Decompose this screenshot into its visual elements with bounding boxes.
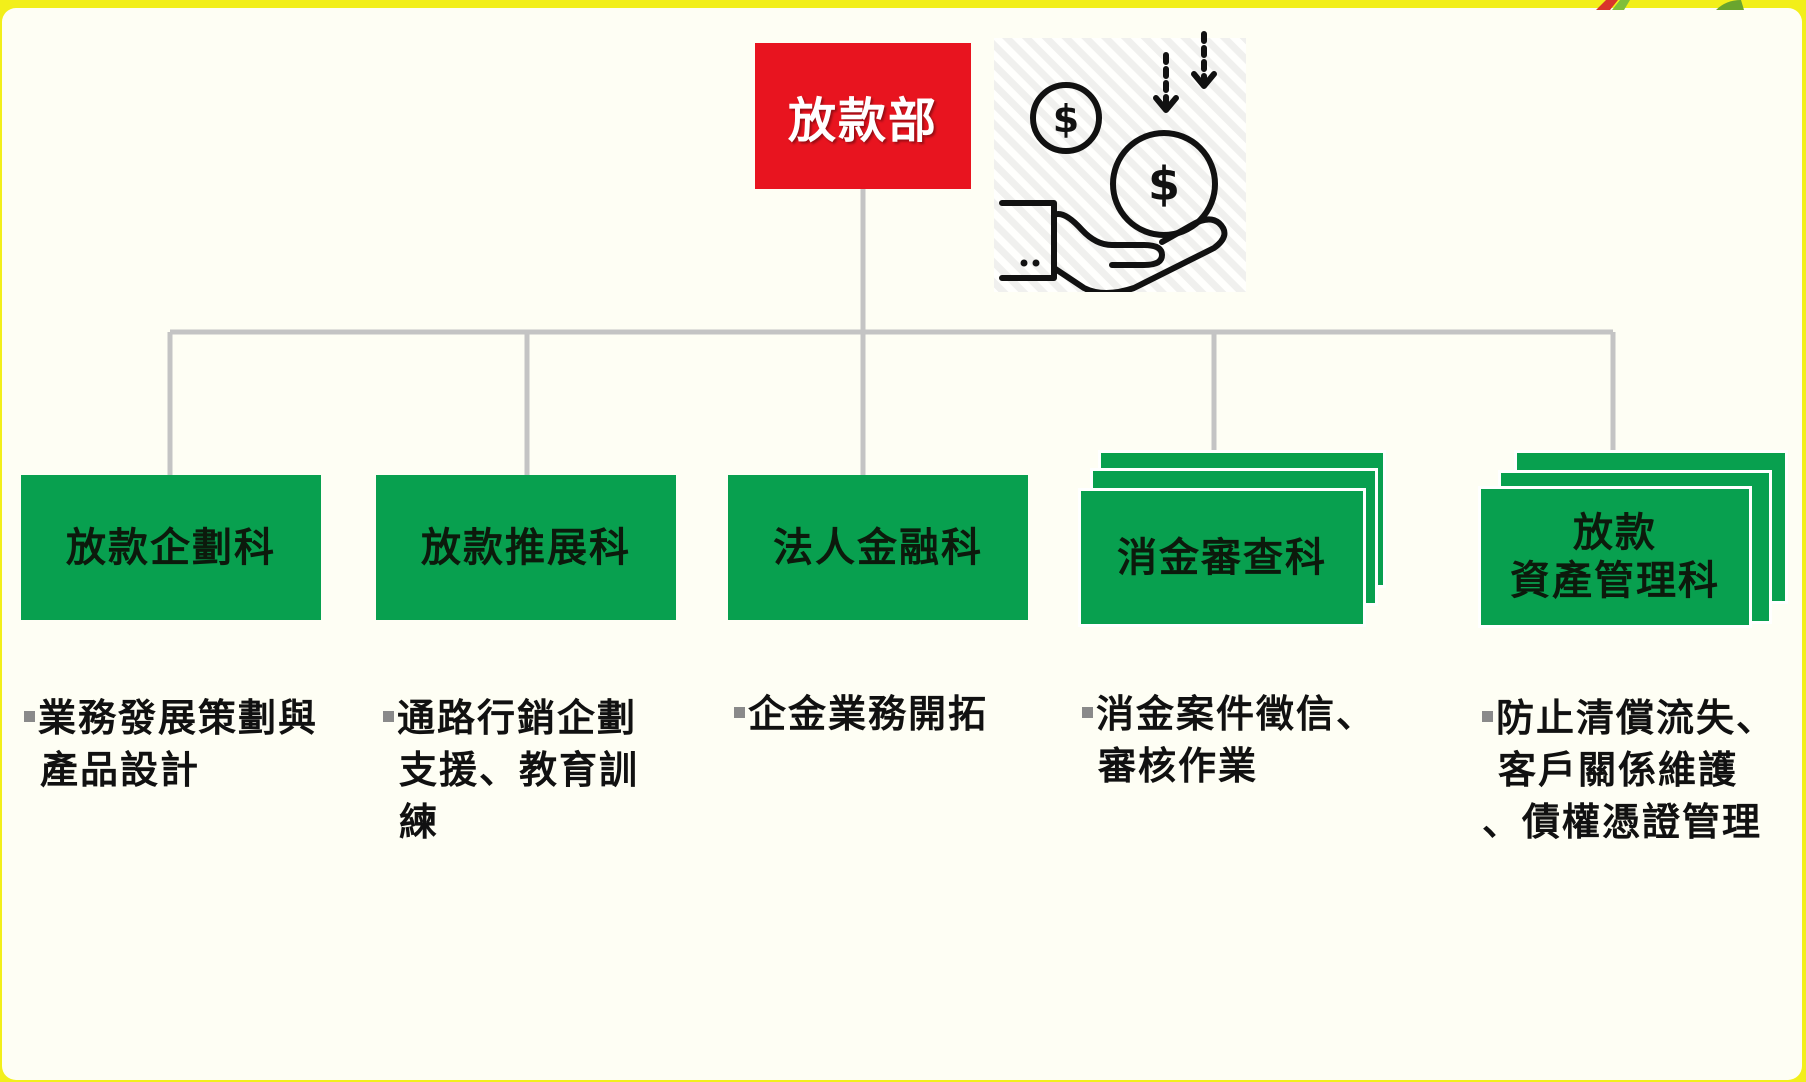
- department-description-3: 企金業務開拓: [734, 688, 988, 740]
- svg-text:$: $: [1053, 97, 1079, 141]
- department-box-4: 消金審查科: [1078, 488, 1366, 627]
- head-department-box: 放款部: [755, 43, 971, 189]
- bullet-square-icon: [1482, 711, 1493, 722]
- department-description-4: 消金案件徵信、 審核作業: [1082, 688, 1376, 792]
- department-box-5: 放款 資產管理科: [1478, 486, 1752, 628]
- description-line: 產品設計: [40, 748, 201, 792]
- department-description-1: 業務發展策劃與 產品設計: [24, 692, 318, 796]
- description-line: 、債權憑證管理: [1482, 800, 1763, 844]
- department-box-2: 放款推展科: [376, 475, 676, 620]
- bullet-square-icon: [1082, 707, 1093, 718]
- department-name-1: 放款企劃科: [66, 524, 276, 571]
- department-box-1: 放款企劃科: [21, 475, 321, 620]
- corner-decoration: [1596, 0, 1744, 10]
- hand-holding-money-icon: $ $: [994, 31, 1246, 292]
- description-line: 防止清償流失、: [1496, 696, 1777, 740]
- department-box-3: 法人金融科: [728, 475, 1028, 620]
- bullet-square-icon: [24, 711, 35, 722]
- department-name-2: 放款推展科: [421, 524, 631, 571]
- department-name-5-line-2: 資產管理科: [1510, 558, 1720, 604]
- description-line: 企金業務開拓: [748, 692, 989, 736]
- description-line: 消金案件徵信、: [1096, 692, 1377, 736]
- department-name-5-line-1: 放款: [1573, 510, 1657, 556]
- svg-text:$: $: [1148, 157, 1180, 211]
- department-description-2: 通路行銷企劃 支援、教育訓 練: [383, 692, 639, 848]
- head-department-label: 放款部: [787, 93, 938, 149]
- description-line: 練: [399, 800, 440, 844]
- description-line: 通路行銷企劃: [397, 696, 638, 740]
- description-line: 審核作業: [1098, 744, 1259, 788]
- description-line: 支援、教育訓: [399, 748, 640, 792]
- department-name-4: 消金審查科: [1117, 534, 1327, 581]
- department-name-3: 法人金融科: [773, 524, 983, 571]
- description-line: 客戶關係維護: [1498, 748, 1739, 792]
- department-description-5: 防止清償流失、 客戶關係維護 、債權憑證管理: [1482, 692, 1776, 848]
- bullet-square-icon: [734, 707, 745, 718]
- bullet-square-icon: [383, 711, 394, 722]
- description-line: 業務發展策劃與: [38, 696, 319, 740]
